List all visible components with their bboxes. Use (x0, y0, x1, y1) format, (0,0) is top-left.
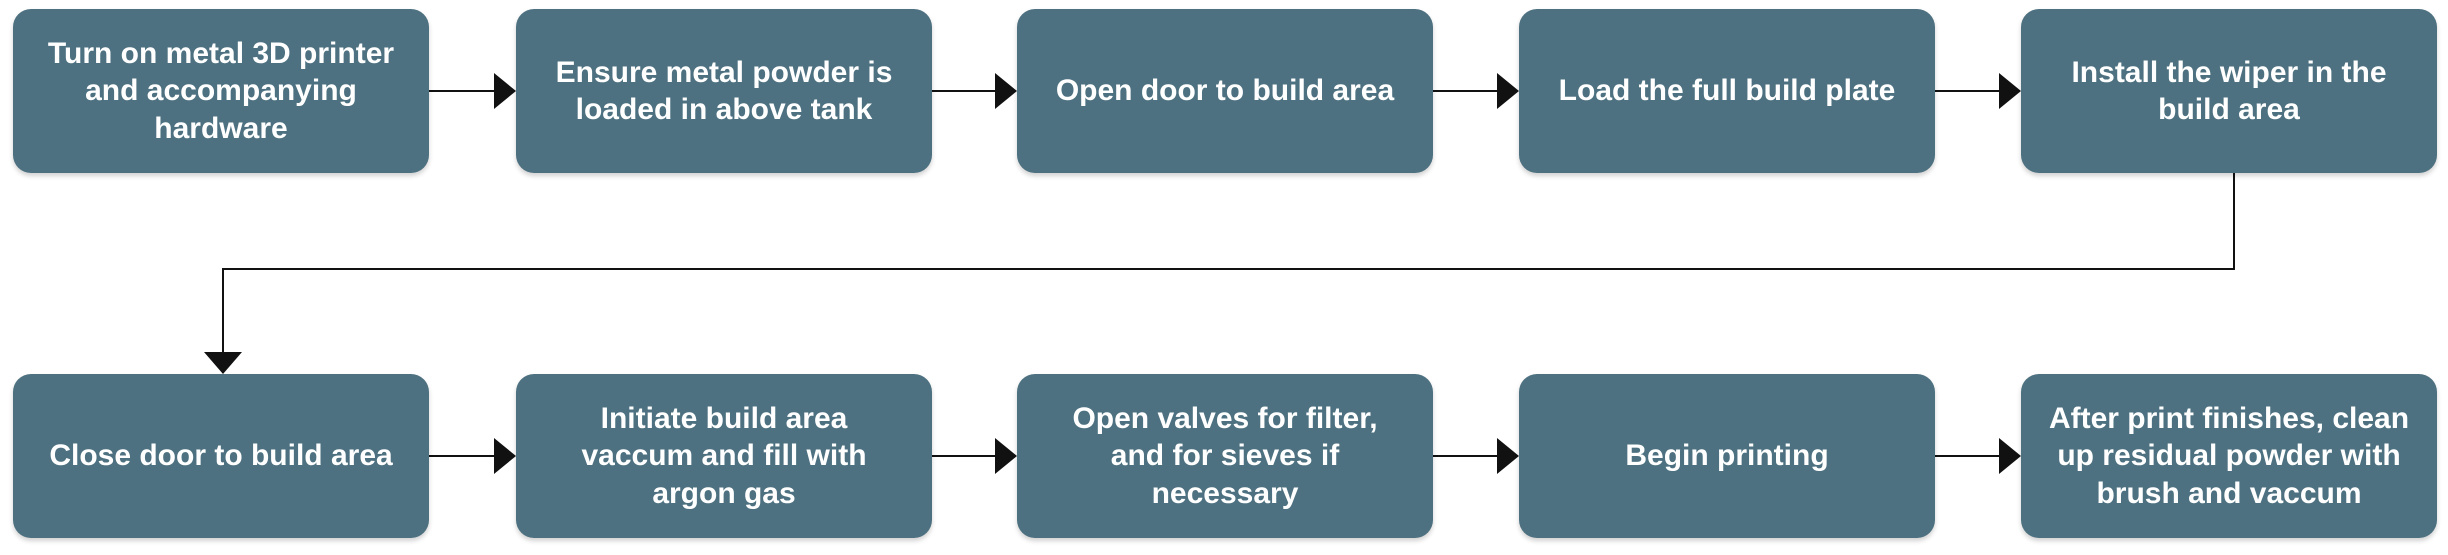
step-box-4: Load the full build plate (1519, 9, 1935, 173)
step-box-6: Close door to build area (13, 374, 429, 538)
arrow-step-1-to-2 (429, 73, 516, 109)
step-box-1: Turn on metal 3D printer and accompanyin… (13, 9, 429, 173)
step-label-7: Initiate build area vaccum and fill with… (581, 401, 867, 510)
step-label-5: Install the wiper in the build area (2071, 55, 2387, 127)
arrow-step-3-to-4 (1433, 73, 1519, 109)
step-box-2: Ensure metal powder is loaded in above t… (516, 9, 932, 173)
step-label-4: Load the full build plate (1558, 74, 1896, 108)
step-label-10: After print finishes, clean up residual … (2048, 401, 2410, 510)
arrow-step-4-to-5 (1935, 73, 2021, 109)
step-box-8: Open valves for filter, and for sieves i… (1017, 374, 1433, 538)
arrow-step-7-to-8 (932, 438, 1017, 474)
arrow-step-6-to-7 (429, 438, 516, 474)
step-label-1: Turn on metal 3D printer and accompanyin… (47, 36, 395, 145)
arrow-step-9-to-10 (1935, 438, 2021, 474)
step-box-7: Initiate build area vaccum and fill with… (516, 374, 932, 538)
arrow-step-5-to-6 (204, 173, 2235, 374)
step-label-3: Open door to build area (1055, 74, 1395, 108)
step-box-5: Install the wiper in the build area (2021, 9, 2437, 173)
arrow-step-2-to-3 (932, 73, 1017, 109)
step-label-2: Ensure metal powder is loaded in above t… (555, 55, 893, 127)
arrow-step-8-to-9 (1433, 438, 1519, 474)
step-box-9: Begin printing (1519, 374, 1935, 538)
step-box-3: Open door to build area (1017, 9, 1433, 173)
step-label-8: Open valves for filter, and for sieves i… (1072, 401, 1378, 510)
step-box-10: After print finishes, clean up residual … (2021, 374, 2437, 538)
step-label-6: Close door to build area (49, 439, 393, 473)
step-label-9: Begin printing (1625, 439, 1829, 473)
